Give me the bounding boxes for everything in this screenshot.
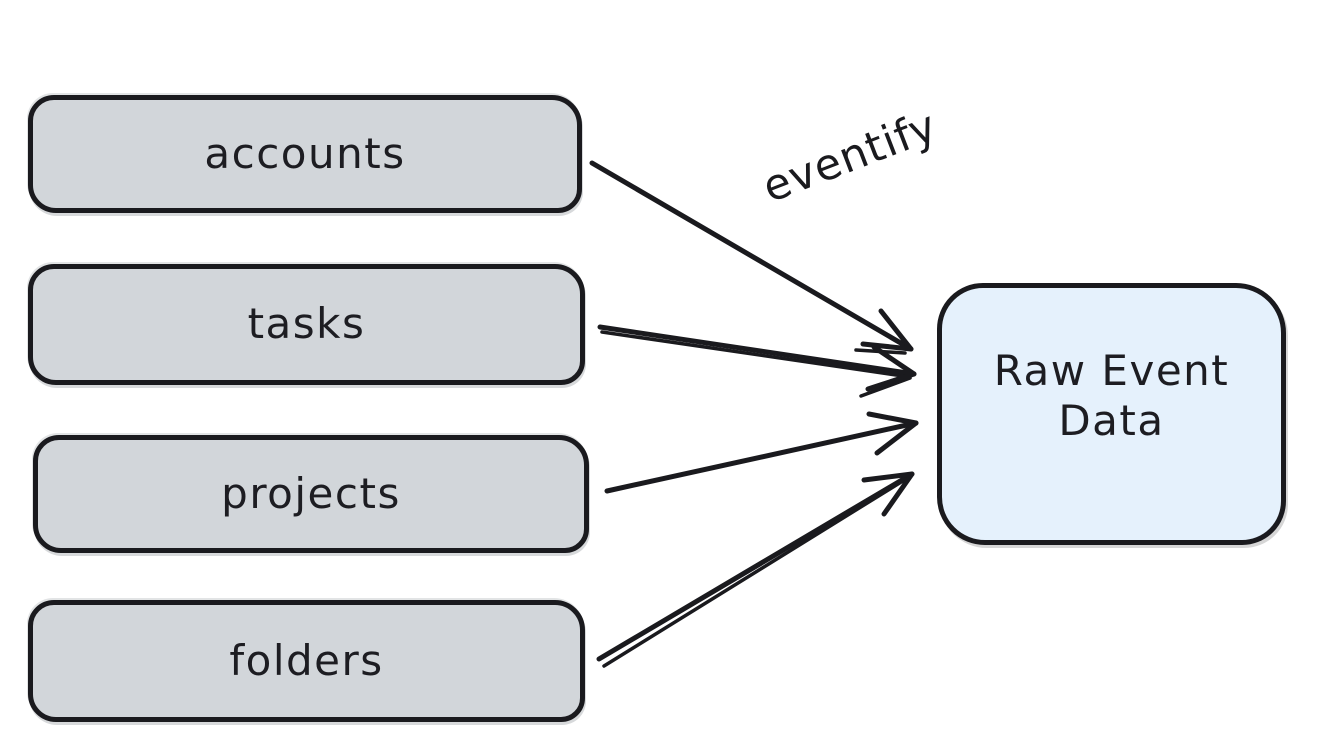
arrow-shaft-echo <box>602 477 908 668</box>
node-folders: folders <box>28 600 585 722</box>
arrow-shaft <box>597 324 917 377</box>
node-projects-label: projects <box>221 468 401 518</box>
arrow-head <box>866 411 919 456</box>
node-folders-label: folders <box>229 635 384 685</box>
arrow-head <box>861 471 915 517</box>
arrow-projects-to-raw-event-data <box>604 411 919 494</box>
arrow-shaft <box>604 420 919 494</box>
node-raw-event-data-label: Raw Event Data <box>993 346 1230 446</box>
arrow-shaft <box>596 471 915 662</box>
node-accounts-label: accounts <box>204 128 406 178</box>
node-tasks-label: tasks <box>247 299 366 349</box>
node-raw-event-data: Raw Event Data <box>937 283 1286 545</box>
node-tasks: tasks <box>28 264 585 385</box>
arrow-head-echo <box>859 376 912 398</box>
node-projects: projects <box>33 435 589 553</box>
arrow-shaft <box>589 160 914 352</box>
arrow-shaft-echo <box>600 330 912 379</box>
arrow-folders-to-raw-event-data <box>596 471 915 668</box>
arrow-head <box>865 344 917 392</box>
arrow-head <box>860 308 914 352</box>
arrow-tasks-to-raw-event-data <box>597 324 917 398</box>
node-accounts: accounts <box>28 95 582 213</box>
